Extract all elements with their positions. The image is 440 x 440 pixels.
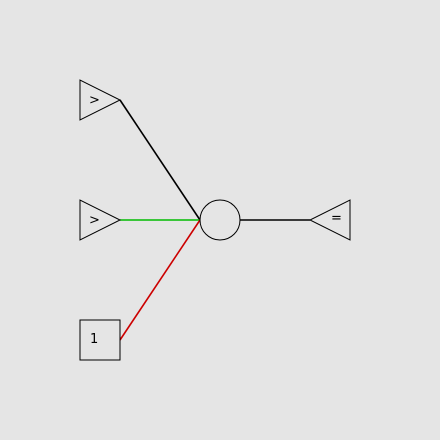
square-shape [79, 319, 121, 361]
node-gt-middle[interactable]: > [79, 199, 122, 241]
node-one-box-label: 1 [90, 332, 98, 347]
circle-shape [199, 199, 241, 241]
edge-gt-top-to-center [119, 99, 201, 221]
edge-one-box-to-center [119, 219, 201, 341]
node-gt-top-label: > [89, 93, 100, 108]
node-center[interactable] [199, 199, 241, 241]
node-eq-right[interactable]: = [308, 199, 351, 241]
node-one-box[interactable]: 1 [79, 319, 121, 361]
triangle-right-shape [79, 79, 122, 121]
node-eq-right-label: = [331, 211, 342, 226]
triangle-left-shape [308, 199, 351, 241]
triangle-right-shape [79, 199, 122, 241]
node-gt-top[interactable]: > [79, 79, 122, 121]
node-gt-middle-label: > [89, 213, 100, 228]
